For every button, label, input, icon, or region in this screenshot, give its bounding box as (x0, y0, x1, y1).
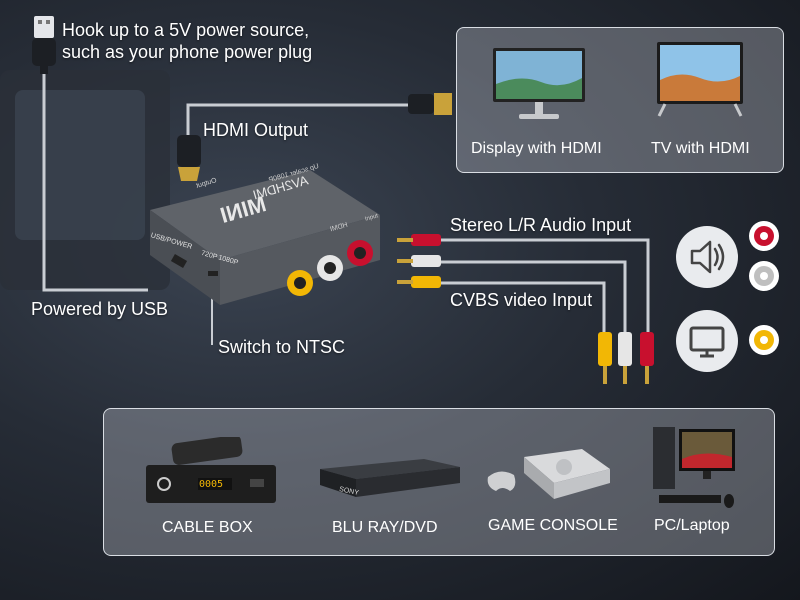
tv-label: TV with HDMI (651, 140, 750, 157)
cvbs-video-label: CVBS video Input (450, 290, 593, 310)
game-console-image (487, 449, 610, 499)
rca-white-cable (440, 260, 627, 335)
bluray-label: BLU RAY/DVD (332, 519, 438, 536)
hdmi-plug-end-icon (408, 93, 452, 115)
power-label-line2: such as your phone power plug (62, 42, 313, 62)
rca-plugs-bottom (598, 332, 654, 384)
stereo-audio-label: Stereo L/R Audio Input (450, 215, 632, 235)
bluray-image (320, 459, 460, 497)
pc-label: PC/Laptop (654, 517, 730, 534)
cable-box-image (146, 437, 276, 503)
background-tv-screen (15, 90, 145, 240)
display-panel: Display with HDMI TV with HDMI (456, 27, 784, 173)
usb-plug-icon (32, 16, 56, 74)
switch-ntsc-label: Switch to NTSC (218, 337, 346, 357)
display-label: Display with HDMI (471, 140, 602, 157)
powered-by-usb-label: Powered by USB (31, 299, 169, 319)
power-label-line1: Hook up to a 5V power source, (62, 20, 310, 40)
rca-red-cable (440, 238, 650, 335)
audio-jack-red-icon (749, 221, 779, 251)
speaker-icon (676, 226, 738, 288)
source-panel: 0005 CABLE BOX SONY BLU RAY/DVD GAME CON… (103, 408, 775, 556)
audio-jack-white-icon (749, 261, 779, 291)
pc-image (653, 427, 735, 508)
tv-image (657, 42, 743, 117)
cable-box-screen: 0005 (199, 479, 224, 490)
hdmi-output-label: HDMI Output (203, 120, 309, 140)
cable-box-label: CABLE BOX (162, 519, 253, 536)
video-jack-yellow-icon (749, 325, 779, 355)
monitor-icon (676, 310, 738, 372)
converter-device (150, 170, 380, 305)
game-console-label: GAME CONSOLE (488, 517, 618, 534)
monitor-image (493, 48, 585, 119)
rca-yellow-cable (440, 281, 606, 335)
hdmi-plug-icon (177, 135, 201, 181)
usb-cable (42, 60, 148, 292)
rca-plugs-left (397, 234, 441, 288)
